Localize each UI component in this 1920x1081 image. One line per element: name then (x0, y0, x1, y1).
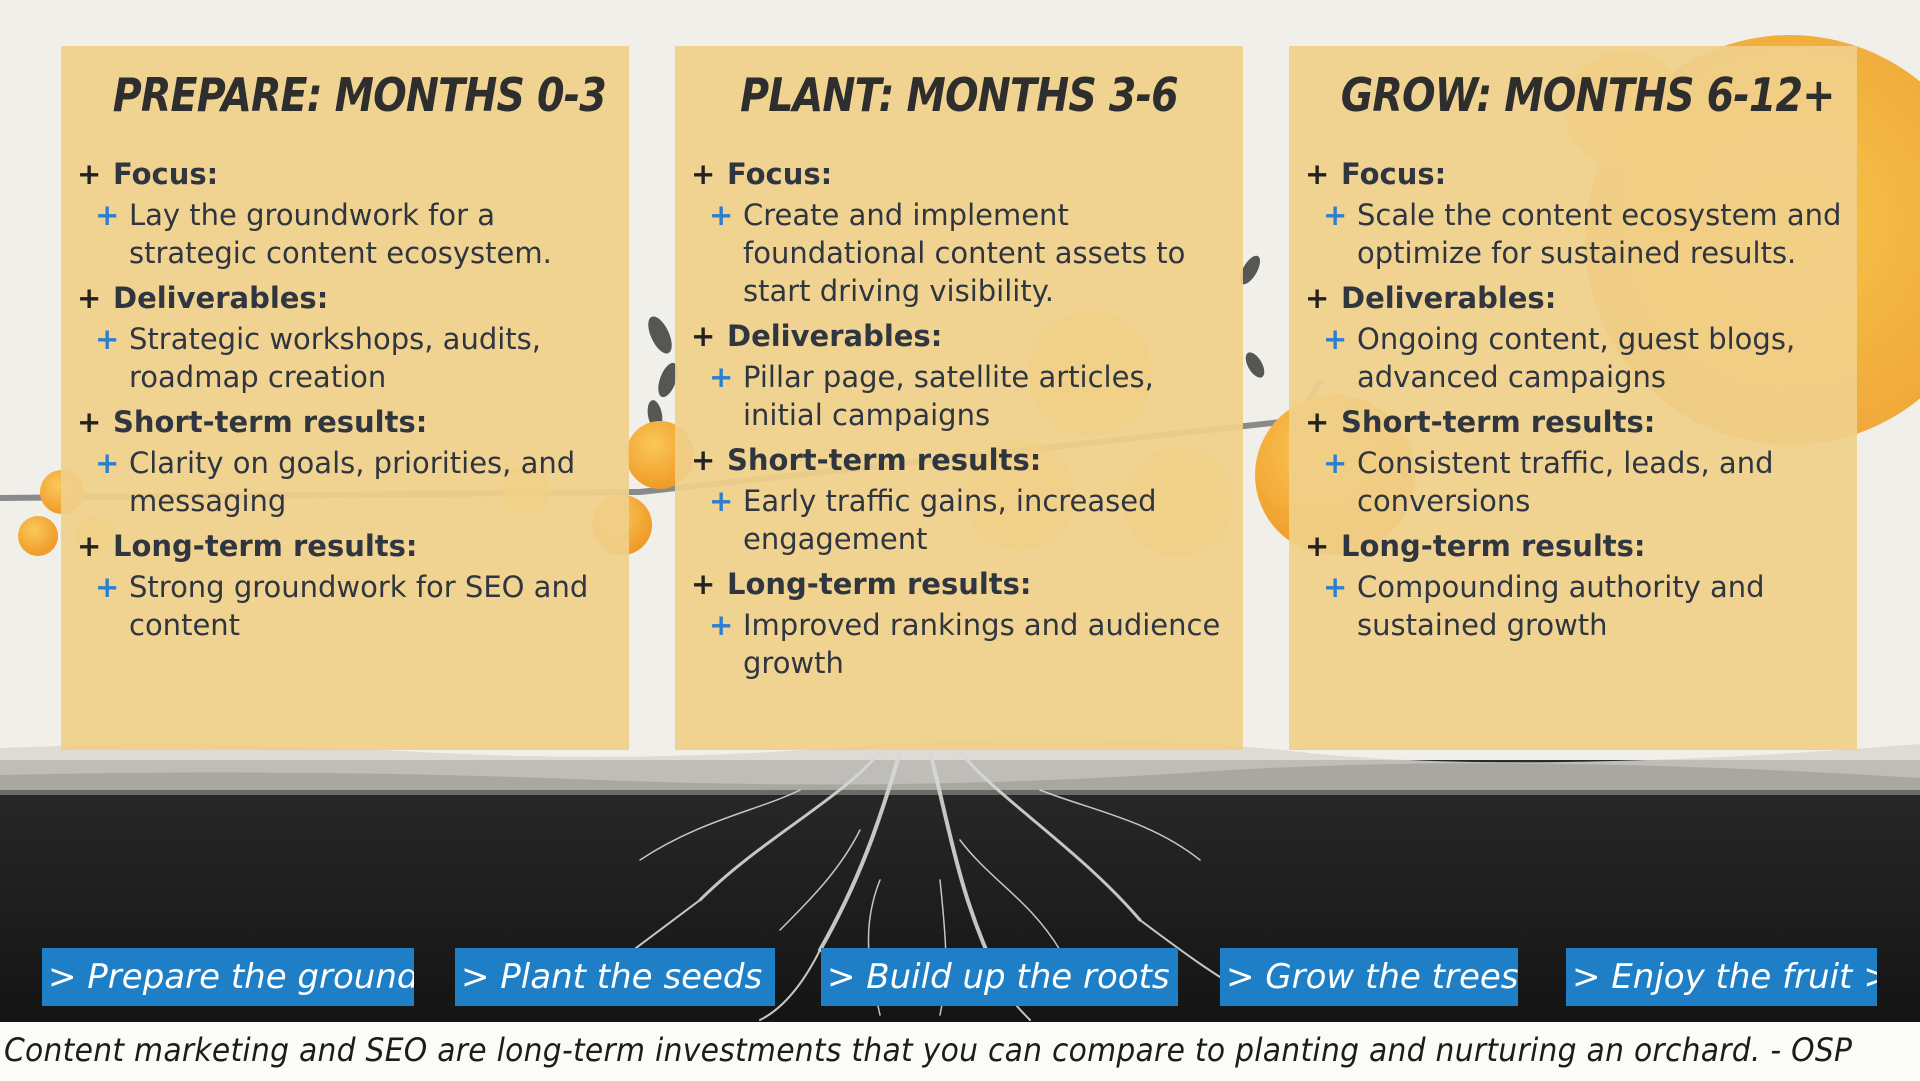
section-heading: Long-term results: (727, 567, 1032, 601)
section-heading: Deliverables: (1341, 281, 1557, 315)
step-prepare-ground: > Prepare the ground> (42, 948, 414, 1006)
section-body: Consistent traffic, leads, and conversio… (1357, 446, 1774, 518)
plus-icon: + (77, 529, 102, 563)
section-body: Pillar page, satellite articles, initial… (743, 360, 1154, 432)
plus-icon: + (1323, 446, 1348, 480)
plus-icon: + (691, 443, 716, 477)
section-focus: + Focus: + Scale the content ecosystem and… (1303, 156, 1843, 272)
plus-icon: + (1305, 281, 1330, 315)
section-heading: Short-term results: (113, 405, 428, 439)
panel-title: PLANT: MONTHS 3-6 (740, 68, 1179, 122)
section-short-term: + Short-term results: + Clarity on goals, … (75, 404, 615, 520)
step-plant-seeds: > Plant the seeds > (455, 948, 775, 1006)
footer-quote: Content marketing and SEO are long-term … (4, 1031, 1853, 1069)
plus-icon: + (77, 281, 102, 315)
section-long-term: + Long-term results: + Strong groundwork f… (75, 528, 615, 644)
plus-icon: + (709, 608, 734, 642)
section-long-term: + Long-term results: + Compounding authori… (1303, 528, 1843, 644)
section-focus: + Focus: + Lay the groundwork for a strate… (75, 156, 615, 272)
section-heading: Short-term results: (727, 443, 1042, 477)
step-enjoy-fruit: > Enjoy the fruit > (1566, 948, 1877, 1006)
plus-icon: + (691, 157, 716, 191)
step-build-roots: > Build up the roots > (821, 948, 1178, 1006)
plus-icon: + (1323, 570, 1348, 604)
plus-icon: + (691, 319, 716, 353)
plus-icon: + (1305, 157, 1330, 191)
plus-icon: + (709, 484, 734, 518)
section-body: Lay the groundwork for a strategic conte… (129, 198, 552, 270)
section-heading: Long-term results: (1341, 529, 1646, 563)
section-heading: Deliverables: (727, 319, 943, 353)
section-deliverables: + Deliverables: + Strategic workshops, aud… (75, 280, 615, 396)
section-body: Strategic workshops, audits, roadmap cre… (129, 322, 541, 394)
section-heading: Focus: (727, 157, 833, 191)
section-short-term: + Short-term results: + Consistent traffic… (1303, 404, 1843, 520)
plus-icon: + (1305, 529, 1330, 563)
section-body: Scale the content ecosystem and optimize… (1357, 198, 1842, 270)
plus-icon: + (1323, 322, 1348, 356)
plus-icon: + (709, 198, 734, 232)
leaves (647, 255, 1265, 430)
section-body: Ongoing content, guest blogs, advanced c… (1357, 322, 1796, 394)
section-heading: Long-term results: (113, 529, 418, 563)
section-short-term: + Short-term results: + Early traffic gain… (689, 442, 1229, 558)
plus-icon: + (77, 405, 102, 439)
plus-icon: + (95, 570, 120, 604)
section-deliverables: + Deliverables: + Ongoing content, guest b… (1303, 280, 1843, 396)
section-body: Create and implement foundational conten… (743, 198, 1186, 308)
plus-icon: + (691, 567, 716, 601)
panel-plant: PLANT: MONTHS 3-6 + Focus: + Create and im… (675, 46, 1243, 750)
plus-icon: + (95, 198, 120, 232)
panel-title: GROW: MONTHS 6-12+ (1340, 68, 1836, 122)
footer-band (0, 1022, 1920, 1081)
plus-icon: + (77, 157, 102, 191)
section-heading: Focus: (113, 157, 219, 191)
section-long-term: + Long-term results: + Improved rankings a… (689, 566, 1229, 682)
plus-icon: + (709, 360, 734, 394)
panel-prepare: PREPARE: MONTHS 0-3 + Focus: + Lay the gro… (61, 46, 629, 750)
plus-icon: + (1323, 198, 1348, 232)
section-body: Early traffic gains, increased engagemen… (743, 484, 1157, 556)
section-heading: Focus: (1341, 157, 1447, 191)
step-grow-trees: > Grow the trees> (1220, 948, 1518, 1006)
section-heading: Short-term results: (1341, 405, 1656, 439)
panel-grow: GROW: MONTHS 6-12+ + Focus: + Scale the co… (1289, 46, 1857, 750)
section-body: Compounding authority and sustained grow… (1357, 570, 1765, 642)
plus-icon: + (1305, 405, 1330, 439)
plus-icon: + (95, 446, 120, 480)
section-body: Clarity on goals, priorities, and messag… (129, 446, 576, 518)
plus-icon: + (95, 322, 120, 356)
section-focus: + Focus: + Create and implement foundation… (689, 156, 1229, 310)
section-heading: Deliverables: (113, 281, 329, 315)
section-body: Strong groundwork for SEO and content (129, 570, 589, 642)
panel-title: PREPARE: MONTHS 0-3 (112, 68, 607, 122)
section-body: Improved rankings and audience growth (743, 608, 1221, 680)
section-deliverables: + Deliverables: + Pillar page, satellite a… (689, 318, 1229, 434)
